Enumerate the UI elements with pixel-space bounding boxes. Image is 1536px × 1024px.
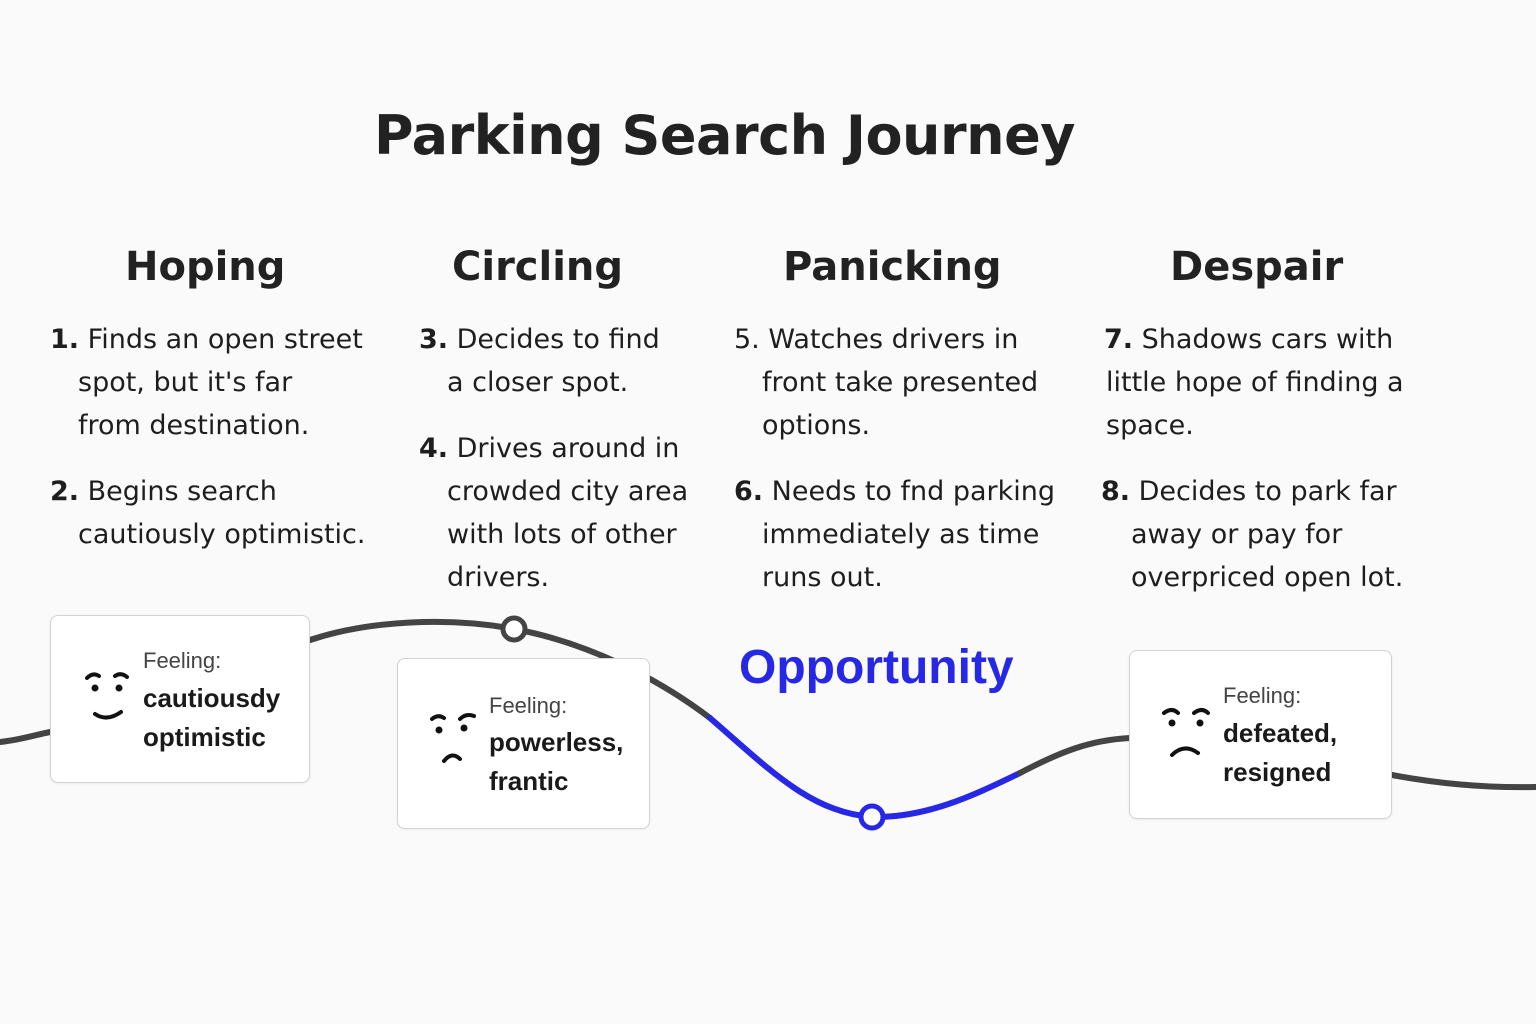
page-title: Parking Search Journey	[374, 104, 1075, 167]
step-number: 7.	[1104, 324, 1134, 355]
step-text: crowded city area	[447, 476, 689, 507]
step-text: Begins search	[87, 476, 277, 507]
step-text: Drives around in	[456, 433, 680, 464]
step-number: 6.	[734, 476, 764, 507]
stage-heading-panicking: Panicking	[783, 244, 1002, 290]
step-number: 8.	[1101, 476, 1131, 507]
feeling-value: powerless, frantic	[489, 727, 624, 796]
step-text: Shadows cars with	[1141, 324, 1394, 355]
step-text: spot, but it's far	[78, 367, 293, 398]
feeling-card-hoping: Feeling: cautiousdy optimistic	[50, 615, 310, 783]
stage-heading-despair: Despair	[1170, 244, 1344, 290]
emotion-curve-line-end	[1017, 734, 1536, 791]
step-6: 6. Needs to fnd parking immediately as t…	[734, 470, 1055, 599]
step-text: cautiously optimistic.	[78, 519, 366, 550]
stage-heading-hoping: Hoping	[125, 244, 286, 290]
step-text: away or pay for	[1131, 519, 1343, 550]
step-text: with lots of other	[447, 519, 677, 550]
sad-face-icon	[1162, 708, 1210, 757]
step-text: a closer spot.	[447, 367, 629, 398]
step-3: 3. Decides to find a closer spot.	[419, 318, 660, 404]
feeling-label: Feeling:	[143, 648, 222, 673]
feeling-label: Feeling:	[489, 693, 568, 718]
curve-node-circling	[500, 615, 528, 643]
step-text: little hope of finding a	[1106, 367, 1404, 398]
step-text: Needs to fnd parking	[771, 476, 1056, 507]
step-text: options.	[762, 410, 871, 441]
feeling-card-circling: Feeling: powerless, frantic	[397, 658, 650, 829]
feeling-value: cautiousdy optimistic	[143, 683, 281, 752]
step-1: 1. Finds an open street spot, but it's f…	[50, 318, 363, 447]
feeling-card-despair: Feeling: defeated, resigned	[1129, 650, 1392, 819]
opportunity-label: Opportunity	[739, 641, 1014, 694]
step-text: overpriced open lot.	[1131, 562, 1404, 593]
step-text: Decides to find	[456, 324, 660, 355]
step-text: front take presented	[762, 367, 1039, 398]
stage-heading-circling: Circling	[452, 244, 624, 290]
step-8: 8. Decides to park far away or pay for o…	[1101, 470, 1403, 599]
step-text: Watches drivers in	[768, 324, 1019, 355]
step-4: 4. Drives around in crowded city area wi…	[419, 427, 688, 599]
step-number: 1.	[50, 324, 80, 355]
worried-face-icon	[430, 713, 476, 763]
feeling-label: Feeling:	[1223, 683, 1302, 708]
step-number: 5.	[734, 324, 760, 355]
step-5: 5. Watches drivers in front take present…	[734, 318, 1038, 447]
step-2: 2. Begins search cautiously optimistic.	[50, 470, 365, 556]
step-number: 4.	[419, 433, 449, 464]
step-text: Decides to park far	[1138, 476, 1397, 507]
step-7: 7. Shadows cars with little hope of find…	[1104, 318, 1404, 447]
curve-node-opportunity	[858, 803, 886, 831]
step-text: drivers.	[447, 562, 550, 593]
step-text: immediately as time	[762, 519, 1040, 550]
step-number: 2.	[50, 476, 80, 507]
hopeful-face-icon	[85, 672, 129, 720]
step-text: space.	[1106, 410, 1194, 441]
opportunity-curve-segment	[707, 715, 1023, 821]
step-number: 3.	[419, 324, 449, 355]
step-text: Finds an open street	[87, 324, 363, 355]
step-text: runs out.	[762, 562, 883, 593]
step-text: from destination.	[78, 410, 310, 441]
feeling-value: defeated, resigned	[1223, 718, 1338, 787]
